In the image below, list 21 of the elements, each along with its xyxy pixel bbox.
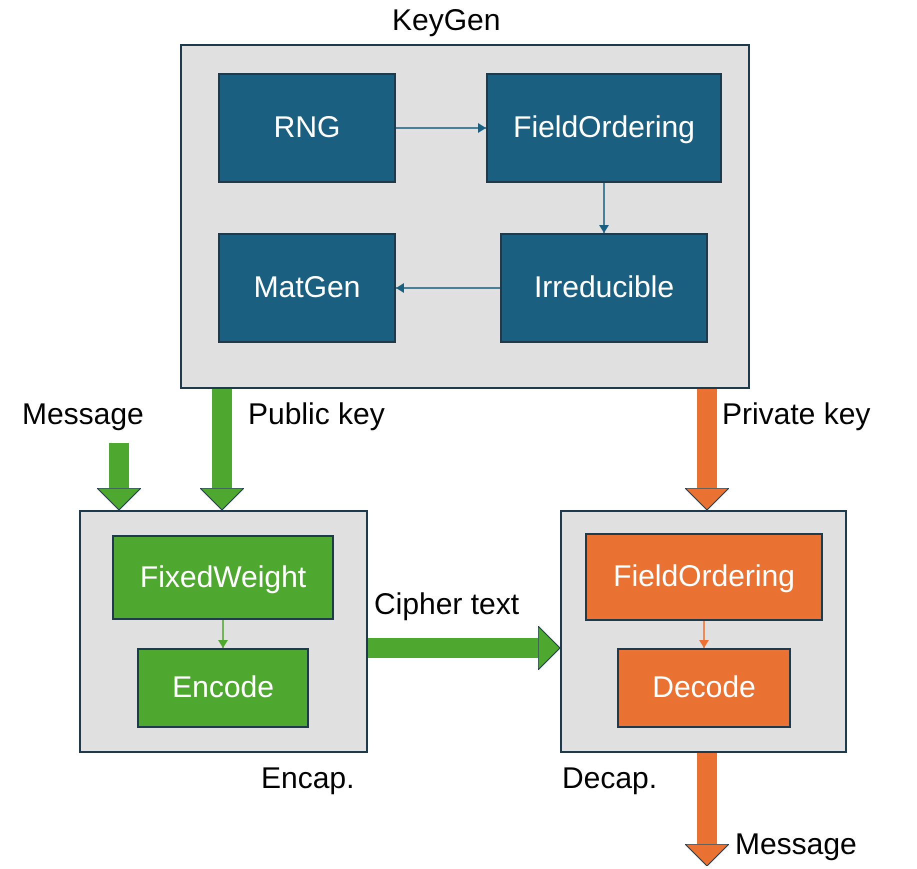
block-arrow [368, 626, 560, 670]
process-box: Irreducible [500, 233, 708, 343]
block-arrow [684, 389, 730, 510]
block-arrow [96, 443, 142, 510]
process-box: MatGen [218, 233, 396, 343]
process-box: Decode [617, 648, 791, 728]
block-arrow [200, 389, 244, 510]
arrow [218, 620, 228, 648]
process-box: Encode [137, 648, 309, 728]
arrow [599, 183, 609, 233]
arrow [396, 283, 500, 293]
group-title: Encap. [261, 762, 354, 796]
process-box: FixedWeight [112, 535, 334, 620]
process-box: RNG [218, 73, 396, 183]
arrow [396, 123, 486, 133]
process-box: FieldOrdering [585, 533, 823, 621]
group-title: Decap. [562, 762, 658, 796]
process-box: FieldOrdering [486, 73, 722, 183]
group-title: KeyGen [392, 4, 500, 38]
arrow [699, 621, 709, 648]
block-arrow [684, 753, 730, 866]
